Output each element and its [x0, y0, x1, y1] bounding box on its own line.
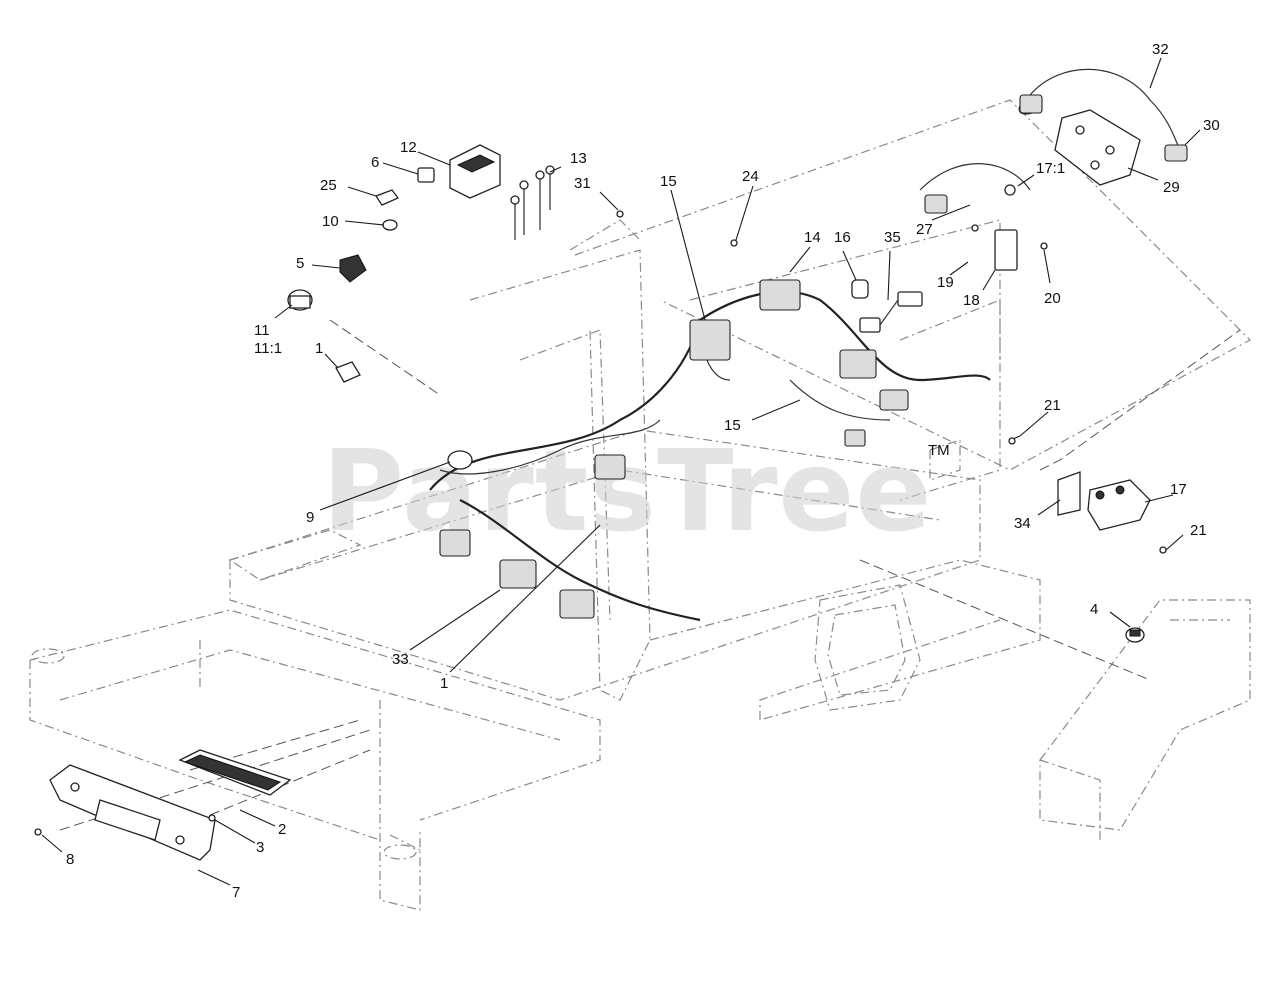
callout-16: 16	[834, 229, 851, 246]
part-35-connector	[859, 291, 923, 333]
callout-6: 6	[371, 154, 379, 171]
callout-3: 3	[256, 839, 264, 856]
part-21-screw-b	[1159, 546, 1167, 554]
callout-1-upper: 1	[315, 340, 323, 357]
callout-1-lower: 1	[440, 675, 448, 692]
callout-13: 13	[570, 150, 587, 167]
callout-35: 35	[884, 229, 901, 246]
part-31	[616, 210, 624, 218]
part-25	[375, 189, 400, 206]
callout-27: 27	[916, 221, 933, 238]
watermark-tm: TM	[928, 442, 950, 459]
callout-32: 32	[1152, 41, 1169, 58]
part-7-bezel	[49, 764, 216, 861]
part-6	[417, 167, 435, 183]
callout-34: 34	[1014, 515, 1031, 532]
callout-15-upper: 15	[660, 173, 677, 190]
part-17-solenoid	[1057, 471, 1151, 531]
part-8-screw	[34, 828, 42, 836]
watermark-text: PartsTree	[322, 427, 932, 557]
callout-21-upper: 21	[1044, 397, 1061, 414]
callout-30: 30	[1203, 117, 1220, 134]
part-10	[382, 219, 398, 231]
part-29-controller	[1018, 68, 1188, 186]
callout-20: 20	[1044, 290, 1061, 307]
callout-18: 18	[963, 292, 980, 309]
part-12-module	[449, 144, 501, 199]
part-24	[730, 239, 738, 247]
callout-24: 24	[742, 168, 759, 185]
part-1-upper	[335, 361, 361, 383]
callout-5: 5	[296, 255, 304, 272]
callout-31: 31	[574, 175, 591, 192]
callout-33: 33	[392, 651, 409, 668]
callout-labels: 32 30 29 17:1 27 19 18 20 12 6 13 25 31 …	[66, 41, 1220, 901]
part-27-harness	[919, 163, 1048, 271]
callout-21-lower: 21	[1190, 522, 1207, 539]
callout-10: 10	[322, 213, 339, 230]
main-wire-harness	[429, 279, 991, 622]
callout-8: 8	[66, 851, 74, 868]
callout-12: 12	[400, 139, 417, 156]
part-16	[851, 279, 869, 299]
callout-7: 7	[232, 884, 240, 901]
callout-19: 19	[937, 274, 954, 291]
callout-9: 9	[306, 509, 314, 526]
part-5	[339, 254, 367, 283]
callout-4: 4	[1090, 601, 1098, 618]
part-9	[447, 450, 473, 470]
callout-17-1-top: 17:1	[1036, 160, 1065, 177]
callout-29: 29	[1163, 179, 1180, 196]
callout-17: 17	[1170, 481, 1187, 498]
part-11	[287, 289, 313, 311]
callout-11: 11	[254, 322, 270, 339]
callout-14: 14	[804, 229, 821, 246]
watermark: PartsTree TM	[322, 427, 950, 557]
part-4-switch	[1125, 627, 1145, 643]
part-2-light	[178, 749, 292, 796]
leader-lines	[41, 57, 1201, 886]
callout-11-1: 11:1	[254, 340, 282, 357]
chassis-frame	[29, 99, 1251, 911]
callout-25: 25	[320, 177, 337, 194]
callout-2: 2	[278, 821, 286, 838]
callout-15-lower: 15	[724, 417, 741, 434]
part-13-screws	[510, 165, 555, 240]
part-3-screw	[208, 814, 216, 822]
